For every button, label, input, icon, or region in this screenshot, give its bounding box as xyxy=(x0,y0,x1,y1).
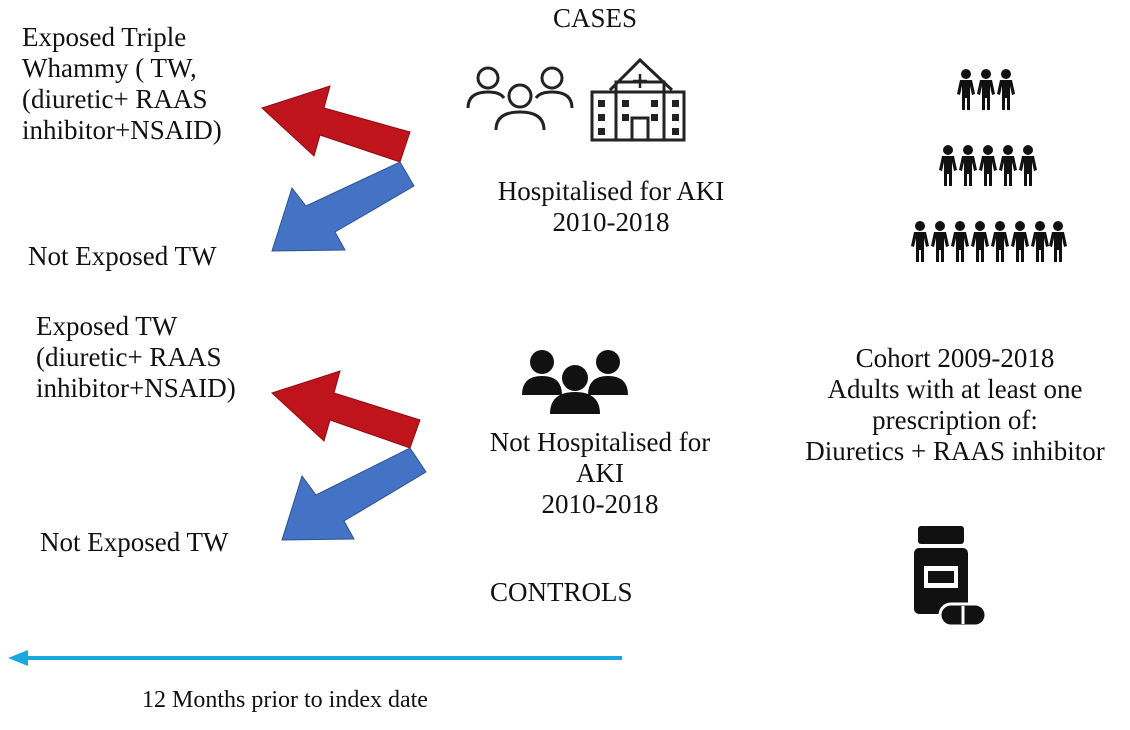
cases-exposed-line: (diuretic+ RAAS xyxy=(22,84,208,114)
cohort-line: prescription of: xyxy=(872,405,1038,435)
cases-not-exposed-arrow xyxy=(271,161,415,252)
cases-heading: CASES xyxy=(553,3,638,33)
people-outline-icon xyxy=(466,66,574,131)
timeline-label: 12 Months prior to index date xyxy=(142,687,428,713)
cohort-line: Diuretics + RAAS inhibitor xyxy=(805,436,1105,466)
cases-group-label: Hospitalised for AKI 2010-2018 xyxy=(476,176,746,238)
cohort-description: Cohort 2009-2018 Adults with at least on… xyxy=(780,343,1130,467)
timeline-arrowhead xyxy=(8,650,28,666)
controls-group-line: AKI xyxy=(576,458,624,488)
cases-exposed-line: inhibitor+NSAID) xyxy=(22,115,222,145)
people-group-icon xyxy=(522,350,628,414)
controls-exposed-label: Exposed TW (diuretic+ RAAS inhibitor+NSA… xyxy=(36,311,236,404)
cases-exposed-label: Exposed Triple Whammy ( TW, (diuretic+ R… xyxy=(22,22,222,146)
cohort-line: Adults with at least one xyxy=(827,374,1083,404)
controls-not-exposed-arrow xyxy=(281,447,427,541)
hospital-windows xyxy=(598,100,679,135)
cohort-line: Cohort 2009-2018 xyxy=(855,343,1055,373)
cases-group-line: Hospitalised for AKI xyxy=(497,176,725,206)
cases-exposed-line: Exposed Triple xyxy=(22,22,187,52)
controls-exposed-line: (diuretic+ RAAS xyxy=(36,342,222,372)
controls-exposed-line: inhibitor+NSAID) xyxy=(36,373,236,403)
controls-group-line: Not Hospitalised for xyxy=(489,427,711,457)
cases-not-exposed-label: Not Exposed TW xyxy=(28,241,217,271)
controls-not-exposed-label: Not Exposed TW xyxy=(40,527,229,557)
cases-exposed-arrow xyxy=(261,85,411,163)
controls-exposed-line: Exposed TW xyxy=(36,311,178,341)
cases-group-line: 2010-2018 xyxy=(552,207,670,237)
controls-exposed-arrow xyxy=(271,370,421,449)
pill-bottle-icon xyxy=(914,526,988,628)
cases-exposed-line: Whammy ( TW, xyxy=(22,53,197,83)
controls-heading: CONTROLS xyxy=(490,577,633,607)
hospital-icon xyxy=(590,57,686,142)
controls-group-line: 2010-2018 xyxy=(541,489,659,519)
controls-group-label: Not Hospitalised for AKI 2010-2018 xyxy=(462,427,738,520)
crowd-pyramid-icon xyxy=(911,69,1067,262)
